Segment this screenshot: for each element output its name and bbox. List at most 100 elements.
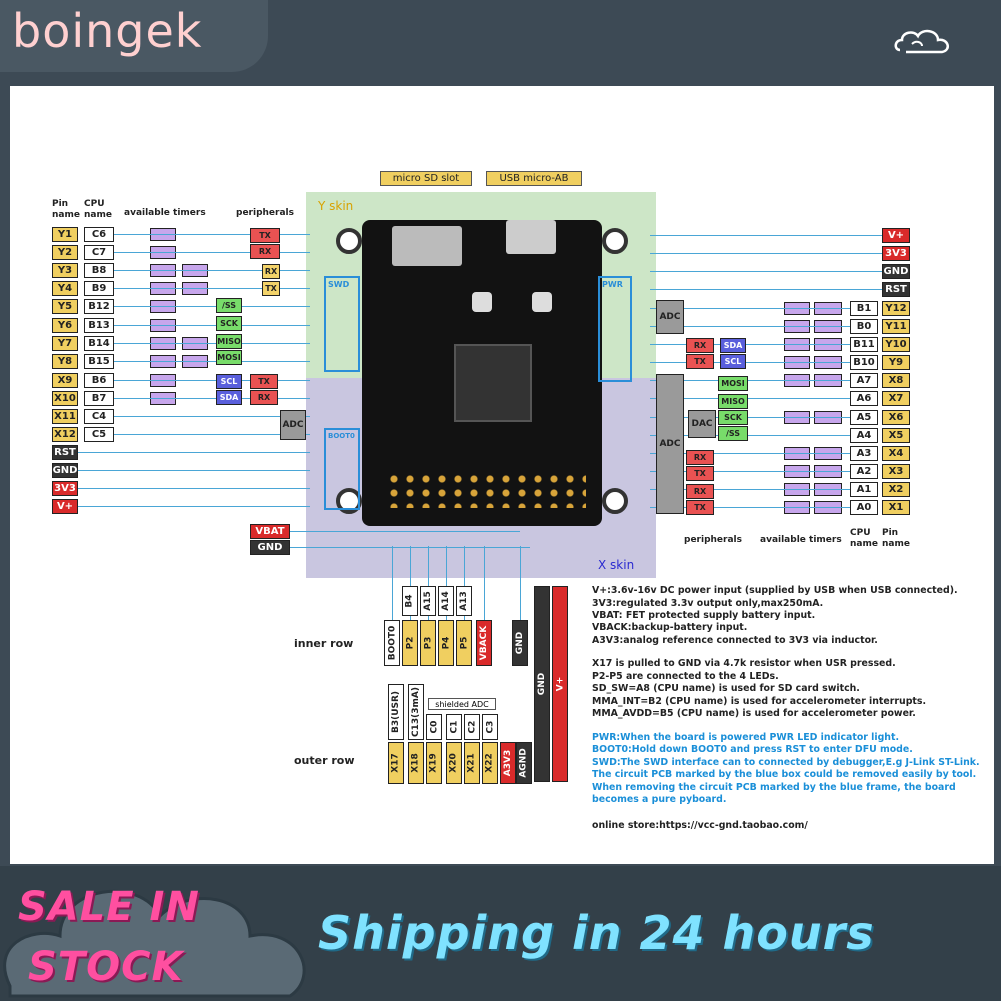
- left-pin-wire: [114, 288, 310, 289]
- right-peripherals-header: peripherals: [684, 535, 742, 545]
- left-pin-name: V+: [52, 499, 78, 514]
- right-pin-wire: [650, 380, 850, 381]
- right-pin-name: Y10: [882, 337, 910, 352]
- right-pin-wire: [650, 271, 882, 272]
- inner-row-pin-label: P4: [440, 636, 451, 650]
- blue-note-line: BOOT0:Hold down BOOT0 and press RST to e…: [592, 744, 913, 756]
- note-line: MMA_AVDD=B5 (CPU name) is used for accel…: [592, 708, 916, 719]
- right-timers-header: available timers: [760, 535, 842, 545]
- left-pin-wire: [114, 434, 310, 435]
- left-pin-name: Y8: [52, 354, 78, 369]
- outer-row-pin: X19: [426, 742, 442, 784]
- left-cpu-name: B15: [84, 354, 114, 369]
- left-pin-wire: [114, 398, 310, 399]
- inner-row-wire: [410, 546, 411, 620]
- right-pin-name: X8: [882, 373, 910, 388]
- left-pin-wire: [114, 325, 310, 326]
- left-pin-name: X10: [52, 391, 78, 406]
- right-cpu-name: A7: [850, 373, 878, 388]
- right-periph-tx: TX: [686, 466, 714, 481]
- inner-row-wire: [392, 546, 393, 620]
- y-skin-label: Y skin: [318, 199, 354, 213]
- right-cpu-name: A0: [850, 500, 878, 515]
- mount-hole: [602, 488, 628, 514]
- left-periph-tx: TX: [250, 374, 278, 389]
- right-cpu-name: A3: [850, 446, 878, 461]
- right-pin-name: 3V3: [882, 246, 910, 261]
- outer-top-pin: C13(3mA): [408, 684, 424, 740]
- right-pin-name: X1: [882, 500, 910, 515]
- outer-row-pin-label: A3V3: [503, 749, 513, 777]
- sale-cloud-icon: [3, 889, 306, 998]
- inner-row-pin-label: BOOT0: [387, 625, 398, 661]
- right-pin-wire: [650, 489, 850, 490]
- right-pin-wire: [650, 417, 850, 418]
- blue-note-line: SWD:The SWD interface can to connected b…: [592, 756, 980, 768]
- right-cpu-name: A6: [850, 391, 878, 406]
- right-periph-rx: RX: [686, 338, 714, 353]
- shielded-adc-label: shielded ADC: [428, 698, 496, 710]
- right-periph-scl: SCL: [720, 354, 746, 369]
- left-cpu-name: C4: [84, 409, 114, 424]
- inner-row-pin-label: GND: [515, 631, 526, 655]
- left-cpu-name: C7: [84, 245, 114, 260]
- inner-row-pin: P5: [456, 620, 472, 666]
- inner-row-wire: [484, 546, 485, 620]
- pwr-box-label: PWR: [602, 280, 623, 289]
- vbat-pin: VBAT: [250, 524, 290, 539]
- left-pin-name-header: Pin name: [52, 199, 80, 220]
- left-cpu-name: B7: [84, 391, 114, 406]
- left-cpu-name: B13: [84, 318, 114, 333]
- outer-top-pin-label: C1: [449, 720, 459, 734]
- right-cpu-name: B0: [850, 319, 878, 334]
- left-pin-wire: [114, 361, 310, 362]
- left-cpu-name: C6: [84, 227, 114, 242]
- outer-top-pin: C2: [464, 714, 480, 740]
- right-pin-wire: [650, 435, 850, 436]
- left-periph-tx: TX: [250, 228, 280, 243]
- outer-row-pin: X21: [464, 742, 480, 784]
- left-pin-name: Y7: [52, 336, 78, 351]
- outer-row-pin-label: X18: [411, 753, 421, 773]
- left-timers-header: available timers: [124, 208, 206, 218]
- outer-row-pin: X17: [388, 742, 404, 784]
- outer-row-pin-label: X19: [429, 753, 439, 773]
- right-pin-name: X3: [882, 464, 910, 479]
- left-pin-wire: [78, 506, 310, 507]
- outer-row-pin: A3V3: [500, 742, 516, 784]
- left-cpu-name: B6: [84, 373, 114, 388]
- right-pin-name: RST: [882, 282, 910, 297]
- blue-note-line: PWR:When the board is powered PWR LED in…: [592, 732, 900, 743]
- left-periph-ss: /SS: [216, 298, 242, 313]
- right-periph-rx: RX: [686, 450, 714, 465]
- outer-row-pin-label: AGND: [519, 748, 530, 778]
- left-pin-wire: [114, 306, 310, 307]
- right-pin-wire: [650, 362, 850, 363]
- left-pin-name: Y1: [52, 227, 78, 242]
- inner-row-pin: P2: [402, 620, 418, 666]
- brand-name: boingek: [12, 4, 203, 58]
- pyboard-pcb: [336, 220, 628, 526]
- left-cpu-name: B9: [84, 281, 114, 296]
- left-pin-name: X9: [52, 373, 78, 388]
- left-periph-scl: SCL: [216, 374, 242, 389]
- inner-top-pin-label: A13: [459, 591, 469, 611]
- usr-button: [472, 292, 492, 312]
- inner-top-pin-label: A14: [441, 591, 451, 611]
- left-pin-wire: [114, 380, 310, 381]
- right-cpu-name: A2: [850, 464, 878, 479]
- right-pin-wire: [650, 453, 850, 454]
- left-periph-rx: RX: [250, 390, 278, 405]
- inner-top-pin: A14: [438, 586, 454, 616]
- outer-top-pin: C3: [482, 714, 498, 740]
- inner-row-pin: P4: [438, 620, 454, 666]
- left-pin-name: Y3: [52, 263, 78, 278]
- left-pin-name: Y2: [52, 245, 78, 260]
- outer-row-pin-label: X17: [391, 753, 401, 773]
- right-pin-wire: [650, 398, 850, 399]
- x-skin-label: X skin: [598, 558, 635, 572]
- note-line: VBAT: FET protected supply battery input…: [592, 610, 816, 621]
- usb-label: USB micro-AB: [486, 171, 582, 186]
- right-periph-tx: TX: [686, 500, 714, 515]
- left-periph-tx: TX: [262, 281, 280, 296]
